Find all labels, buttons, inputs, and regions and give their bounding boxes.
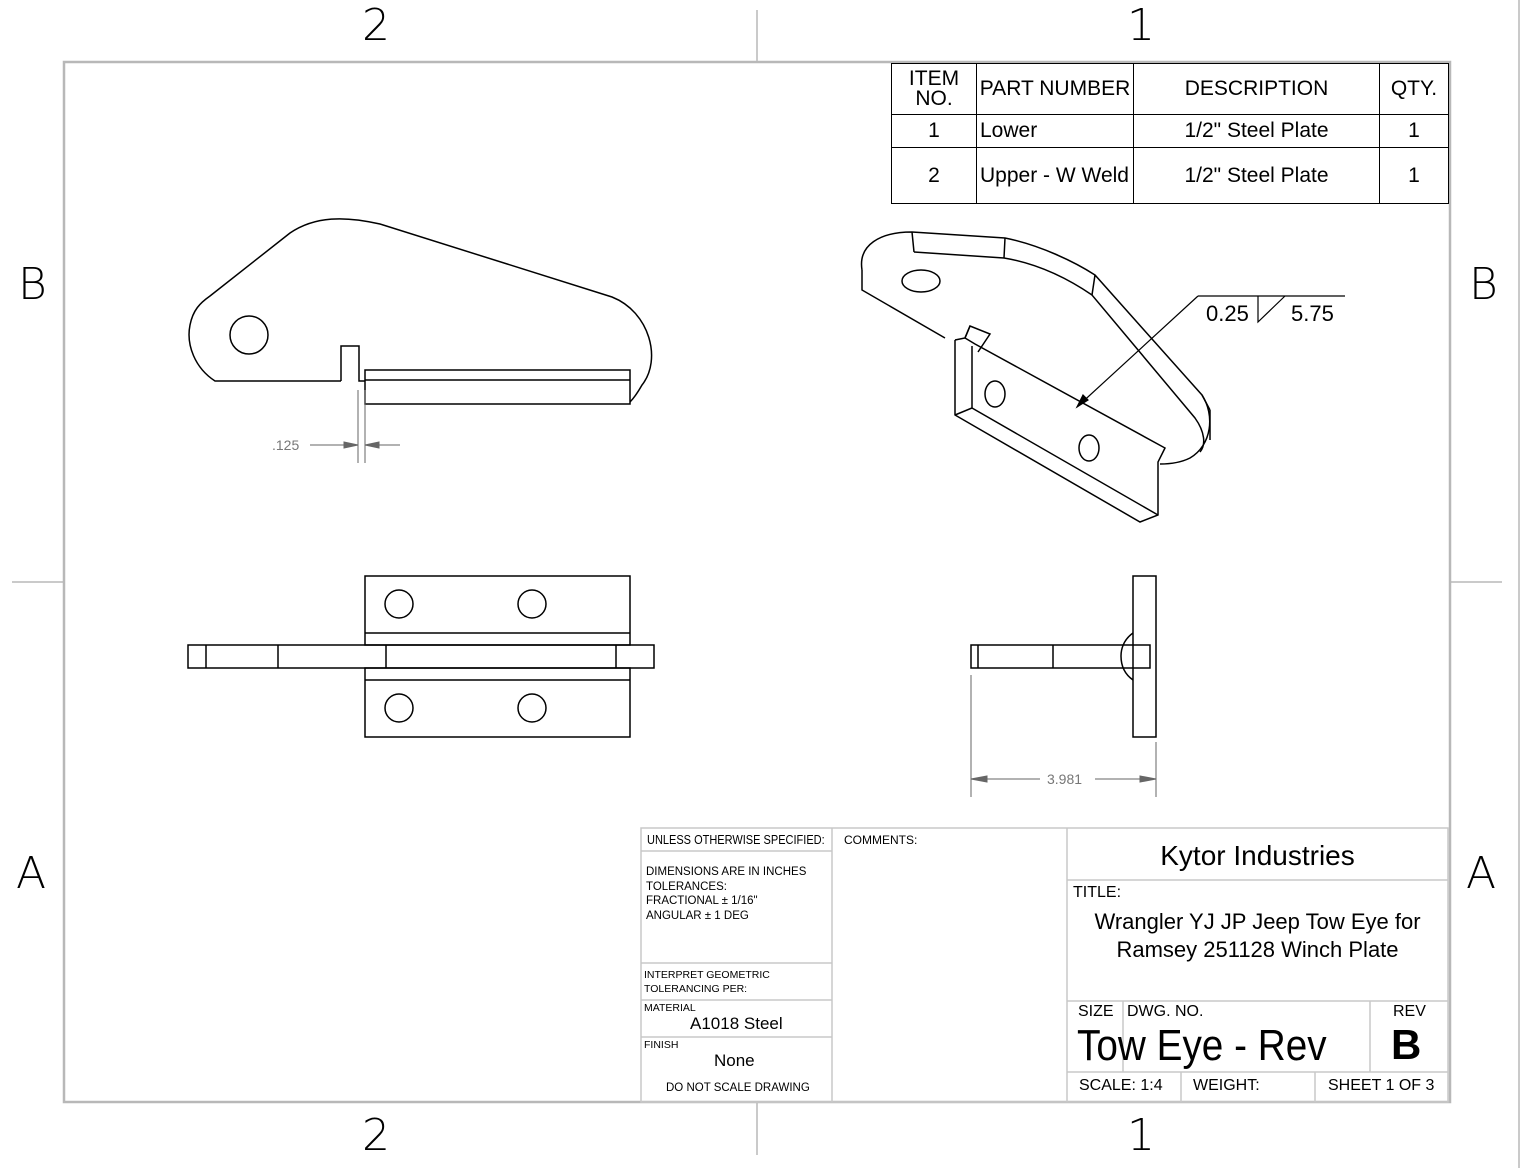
company-name: Kytor Industries xyxy=(1160,840,1355,871)
title-block-grid xyxy=(640,827,1449,1103)
title-line-1: Wrangler YJ JP Jeep Tow Eye for xyxy=(1094,909,1421,934)
material-value: A1018 Steel xyxy=(690,1014,783,1033)
side-view xyxy=(970,575,1157,738)
comments-label: COMMENTS: xyxy=(844,833,918,847)
material-label: MATERIAL xyxy=(644,1002,696,1014)
weld-length: 5.75 xyxy=(1291,301,1334,326)
bom-part: Upper - W Weld xyxy=(976,147,1134,204)
zone-label-top-2: 2 xyxy=(362,0,390,51)
slot-dimension-value: .125 xyxy=(272,437,300,453)
bom-header-part: PART NUMBER xyxy=(976,63,1134,115)
depth-dimension-value: 3.981 xyxy=(1047,771,1083,787)
bom-item: 1 xyxy=(891,114,977,148)
tolerance-notes: DIMENSIONS ARE IN INCHES TOLERANCES: FRA… xyxy=(646,865,806,923)
zone-label-top-1: 1 xyxy=(1127,0,1155,51)
zone-label-right-a: A xyxy=(1466,848,1497,899)
bom-item: 2 xyxy=(891,147,977,204)
finish-label: FINISH xyxy=(644,1039,679,1051)
bom-qty: 1 xyxy=(1379,114,1449,148)
note-angular: ANGULAR ± 1 DEG xyxy=(646,909,749,922)
bom-part: Lower xyxy=(976,114,1134,148)
slot-dimension xyxy=(310,390,400,463)
top-view xyxy=(187,575,655,738)
note-tolerances: TOLERANCES: xyxy=(646,880,727,893)
bom-header-description: DESCRIPTION xyxy=(1133,63,1380,115)
bom-description: 1/2" Steel Plate xyxy=(1133,147,1380,204)
interpret-geometric: INTERPRET GEOMETRIC TOLERANCING PER: xyxy=(644,968,770,996)
bom-header-qty: QTY. xyxy=(1379,63,1449,115)
bill-of-materials: ITEM NO. PART NUMBER DESCRIPTION QTY. 1 … xyxy=(891,63,1449,204)
drawing-title: Wrangler YJ JP Jeep Tow Eye for Ramsey 2… xyxy=(1067,908,1448,964)
zone-label-left-a: A xyxy=(16,848,47,899)
rev-label: REV xyxy=(1393,1003,1426,1020)
bom-header-item: ITEM NO. xyxy=(891,63,977,115)
weld-symbol xyxy=(1075,295,1345,409)
bom-qty: 1 xyxy=(1379,147,1449,204)
interpret-line-1: INTERPRET GEOMETRIC xyxy=(644,969,770,981)
weld-size: 0.25 xyxy=(1206,301,1249,326)
do-not-scale: DO NOT SCALE DRAWING xyxy=(666,1082,810,1094)
note-fractional: FRACTIONAL ± 1/16" xyxy=(646,895,758,907)
title-line-2: Ramsey 251128 Winch Plate xyxy=(1116,937,1399,962)
revision: B xyxy=(1391,1021,1422,1068)
scale: SCALE: 1:4 xyxy=(1079,1077,1163,1094)
interpret-line-2: TOLERANCING PER: xyxy=(644,983,748,995)
mount-hole xyxy=(229,315,269,355)
zone-label-bottom-1: 1 xyxy=(1127,1110,1155,1161)
bom-row: 1 Lower 1/2" Steel Plate 1 xyxy=(891,114,1449,148)
isometric-view xyxy=(860,231,1211,523)
zone-label-bottom-2: 2 xyxy=(362,1110,390,1161)
note-units: DIMENSIONS ARE IN INCHES xyxy=(646,866,807,878)
front-view xyxy=(188,218,653,405)
bom-description: 1/2" Steel Plate xyxy=(1133,114,1380,148)
bom-row: 2 Upper - W Weld 1/2" Steel Plate 1 xyxy=(891,147,1449,204)
title-label: TITLE: xyxy=(1073,884,1122,901)
zone-dividers xyxy=(12,0,1520,1168)
size-label: SIZE xyxy=(1078,1003,1114,1020)
unless-specified-label: UNLESS OTHERWISE SPECIFIED: xyxy=(647,833,825,847)
zone-label-left-b: B xyxy=(18,259,47,310)
finish-value: None xyxy=(714,1051,755,1070)
depth-dimension xyxy=(970,675,1157,797)
sheet-number: SHEET 1 OF 3 xyxy=(1328,1077,1435,1094)
zone-label-right-b: B xyxy=(1469,259,1498,310)
drawing-number: Tow Eye - Rev xyxy=(1077,1021,1327,1070)
weight: WEIGHT: xyxy=(1193,1077,1260,1094)
dwg-no-label: DWG. NO. xyxy=(1127,1003,1204,1020)
